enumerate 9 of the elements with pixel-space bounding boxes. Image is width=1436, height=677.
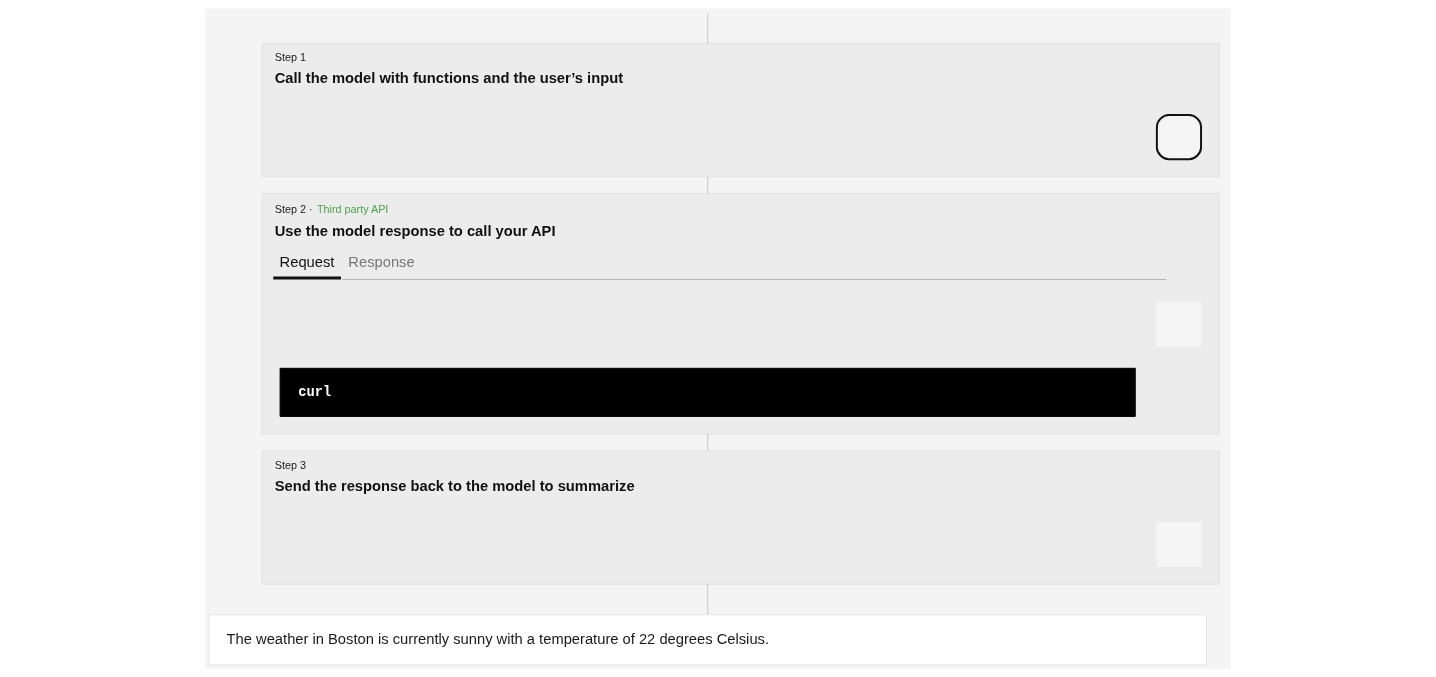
cluster: Step 1 Call the model with functions and the user’s input	[261, 42, 1220, 178]
connector	[707, 12, 709, 44]
connector	[707, 583, 709, 615]
cluster: Step 3 Send the response back to the model to summarize	[261, 450, 1220, 585]
node-box	[1155, 114, 1203, 161]
connector	[707, 433, 709, 452]
node-box: The weather in Boston is currently sunny with a temperature of 22 degrees Celsius.	[208, 614, 1207, 666]
node-box: curl	[279, 367, 1136, 417]
connector	[707, 176, 709, 195]
